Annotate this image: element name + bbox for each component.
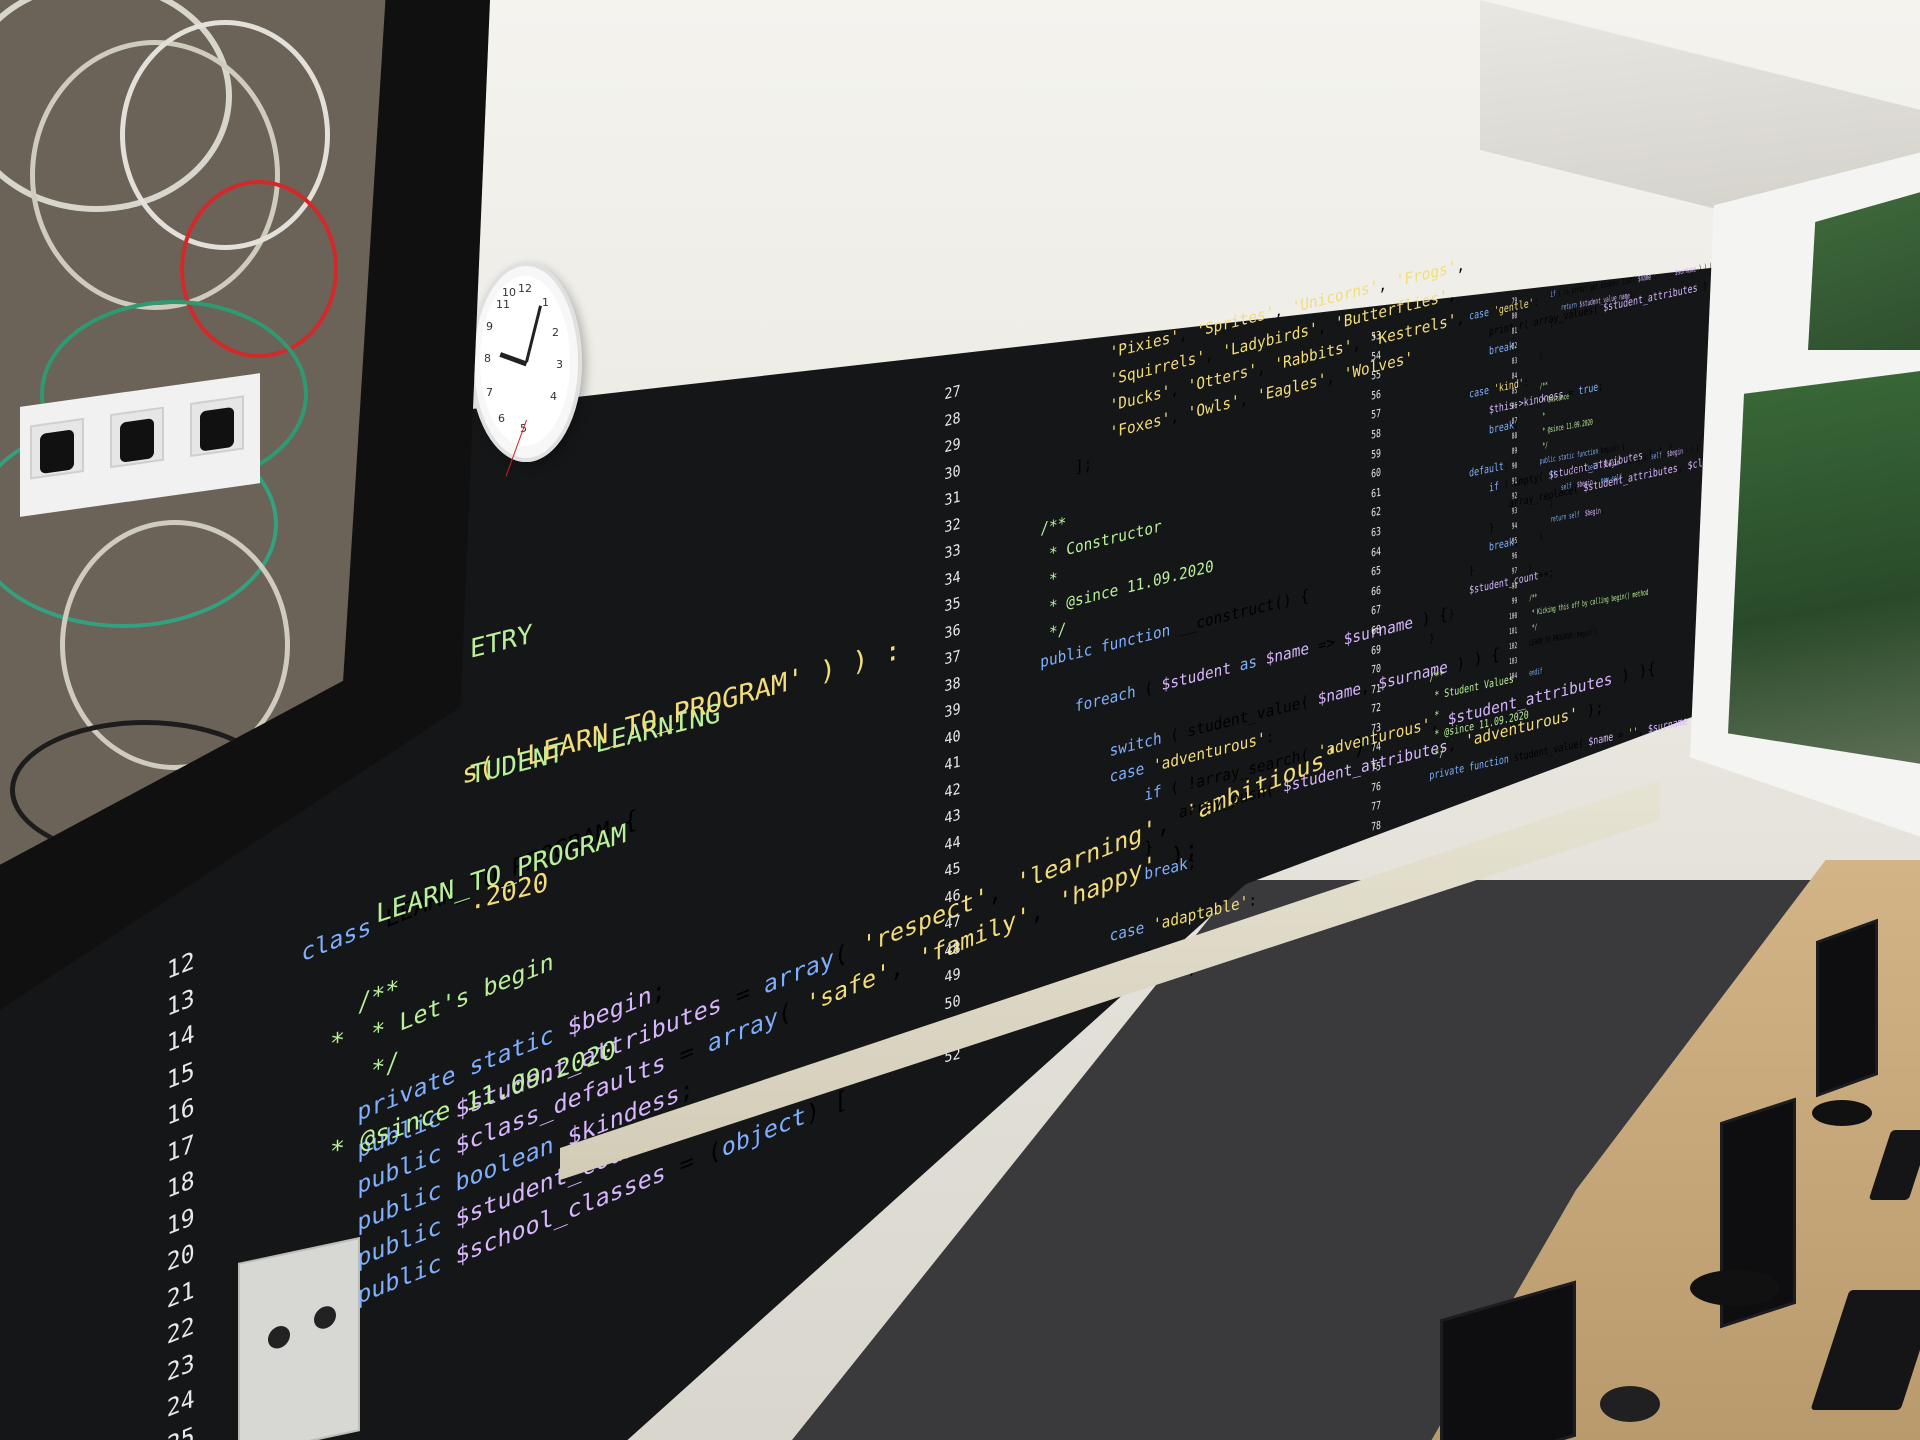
- clock-hour-hand: [499, 352, 528, 367]
- code-text: }: [1529, 351, 1543, 363]
- computer-monitor: [1816, 918, 1878, 1098]
- code-text: /**: [1529, 592, 1538, 603]
- clock-number: 10: [502, 286, 516, 299]
- code-text: }: [1529, 499, 1554, 513]
- clock-minute-hand: [525, 305, 542, 363]
- code-column-far: 79 if ( is_array( get_student_list( $nam…: [1505, 258, 1717, 685]
- line-number: 104: [1509, 670, 1518, 682]
- plate-knob: [268, 1323, 290, 1351]
- clock-number: 8: [484, 352, 491, 365]
- window-pane-bottom: [1728, 370, 1920, 765]
- clock-number: 3: [556, 358, 563, 371]
- clock-number: 11: [496, 298, 510, 311]
- clock-face: 12 11 1 2 3 4 5 6 7 8 9 10: [480, 276, 570, 477]
- power-plug: [200, 406, 234, 452]
- monitor-stand: [1812, 1100, 1872, 1126]
- code-text: *: [1529, 410, 1546, 423]
- docblock-line: *: [330, 1024, 346, 1059]
- wall-clock: 12 11 1 2 3 4 5 6 7 8 9 10: [470, 262, 582, 477]
- clock-number: 9: [486, 320, 493, 333]
- code-text: */: [1529, 440, 1548, 453]
- clock-number: 1: [542, 296, 549, 309]
- plate-knob: [314, 1304, 336, 1331]
- code-text: }: [1529, 319, 1554, 333]
- header-line: ETRY: [470, 619, 533, 665]
- power-plug: [120, 418, 154, 463]
- clock-number: 4: [550, 390, 557, 403]
- clock-number: 2: [552, 326, 559, 339]
- computer-mouse: [1600, 1386, 1660, 1422]
- clock-number: 6: [498, 412, 505, 425]
- code-text: endif;: [1529, 665, 1546, 678]
- code-text: }: [1529, 531, 1543, 543]
- clock-number: 12: [518, 282, 532, 295]
- clock-number: 7: [486, 386, 493, 399]
- code-text: }: [1529, 563, 1532, 573]
- power-plug: [40, 429, 74, 475]
- wall-switch-plate: [238, 1237, 360, 1440]
- code-text: /**: [1539, 380, 1548, 391]
- monitor-stand: [1690, 1270, 1780, 1306]
- code-text: }: [1409, 630, 1435, 649]
- code-text: */: [1529, 622, 1538, 633]
